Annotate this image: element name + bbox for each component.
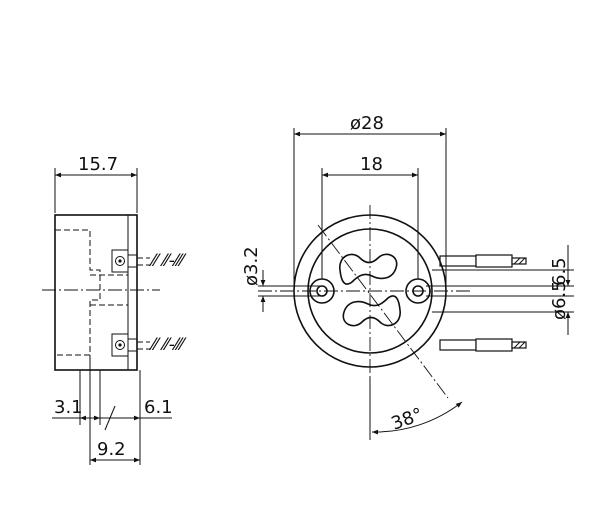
dim-right-diameter-label: ø6.5 (549, 280, 570, 320)
dim-width-label: 15.7 (78, 154, 118, 175)
side-view: ⁄⁄ ⁄⁄-⁄⁄⁄ ⁄⁄ ⁄⁄-⁄⁄⁄ 15.7 3.1 6.1 (42, 154, 187, 465)
dim-arc-angle (371, 401, 463, 435)
front-view: ø28 18 ø3.2 6.5 ø6.5 38° (241, 113, 574, 440)
svg-text:⁄⁄ ⁄⁄-⁄⁄⁄: ⁄⁄ ⁄⁄-⁄⁄⁄ (148, 335, 187, 355)
svg-text:⁄⁄ ⁄⁄-⁄⁄⁄: ⁄⁄ ⁄⁄-⁄⁄⁄ (148, 251, 187, 271)
side-terminal-bottom: ⁄⁄ ⁄⁄-⁄⁄⁄ (111, 333, 187, 357)
dim-right-radial-label: 6.5 (549, 257, 570, 286)
dim-outer-diameter-label: ø28 (350, 113, 384, 134)
dim-left-label: 3.1 (54, 397, 83, 418)
dim-angle-label: 38° (389, 404, 426, 435)
dim-pin-spacing-label: 18 (360, 154, 383, 175)
dim-pin-hole-label: ø3.2 (241, 246, 262, 286)
front-centerline-diagonal (317, 224, 449, 399)
wire-top (439, 254, 527, 268)
dim-right-label: 6.1 (144, 397, 173, 418)
side-terminal-top: ⁄⁄ ⁄⁄-⁄⁄⁄ (111, 249, 187, 273)
slot-lower (342, 295, 401, 327)
dim-total-label: 9.2 (97, 439, 126, 460)
slot-upper (339, 253, 398, 285)
side-body (54, 214, 138, 371)
wire-bottom (439, 338, 527, 352)
side-hidden-outline (55, 229, 101, 356)
